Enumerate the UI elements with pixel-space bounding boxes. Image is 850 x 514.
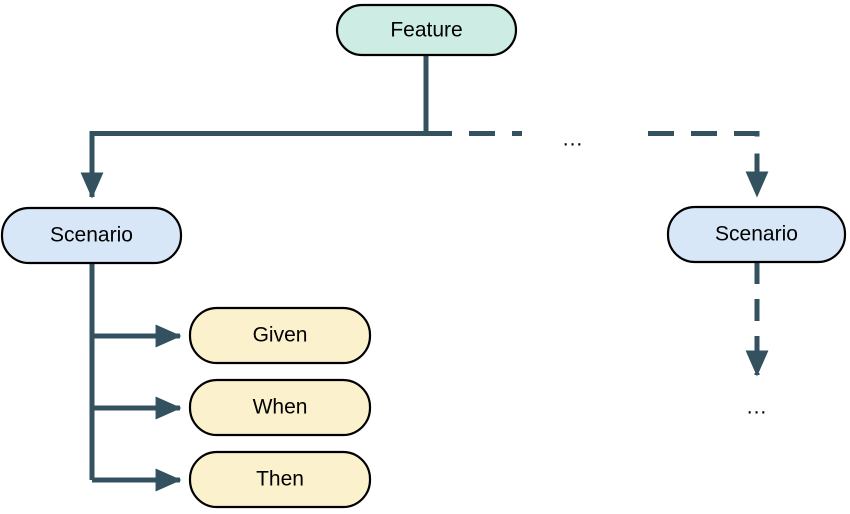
ellipsis-bottom: ... [747,396,768,419]
node-then[interactable]: Then [188,450,372,509]
node-feature[interactable]: Feature [335,3,518,57]
scenario-left-box[interactable] [0,206,183,265]
feature-label: Feature [390,19,462,42]
feature-box[interactable] [335,3,518,57]
node-scenario-right[interactable]: Scenario [666,205,847,264]
edge-branch-to-scenario-left [80,131,428,199]
node-when[interactable]: When [188,378,372,437]
when-box[interactable] [188,378,372,437]
when-label: When [253,396,308,419]
then-label: Then [256,468,304,491]
edge-layer [80,55,769,492]
scenario-right-box[interactable] [666,205,847,264]
scenario-left-label: Scenario [50,224,133,247]
node-scenario-left[interactable]: Scenario [0,206,183,265]
ellipsis-middle: ... [563,128,584,151]
then-box[interactable] [188,450,372,509]
given-label: Given [253,324,308,347]
edge-dashed-to-scenario-right [648,131,769,198]
given-box[interactable] [188,306,372,365]
node-given[interactable]: Given [188,306,372,365]
scenario-right-label: Scenario [715,223,798,246]
